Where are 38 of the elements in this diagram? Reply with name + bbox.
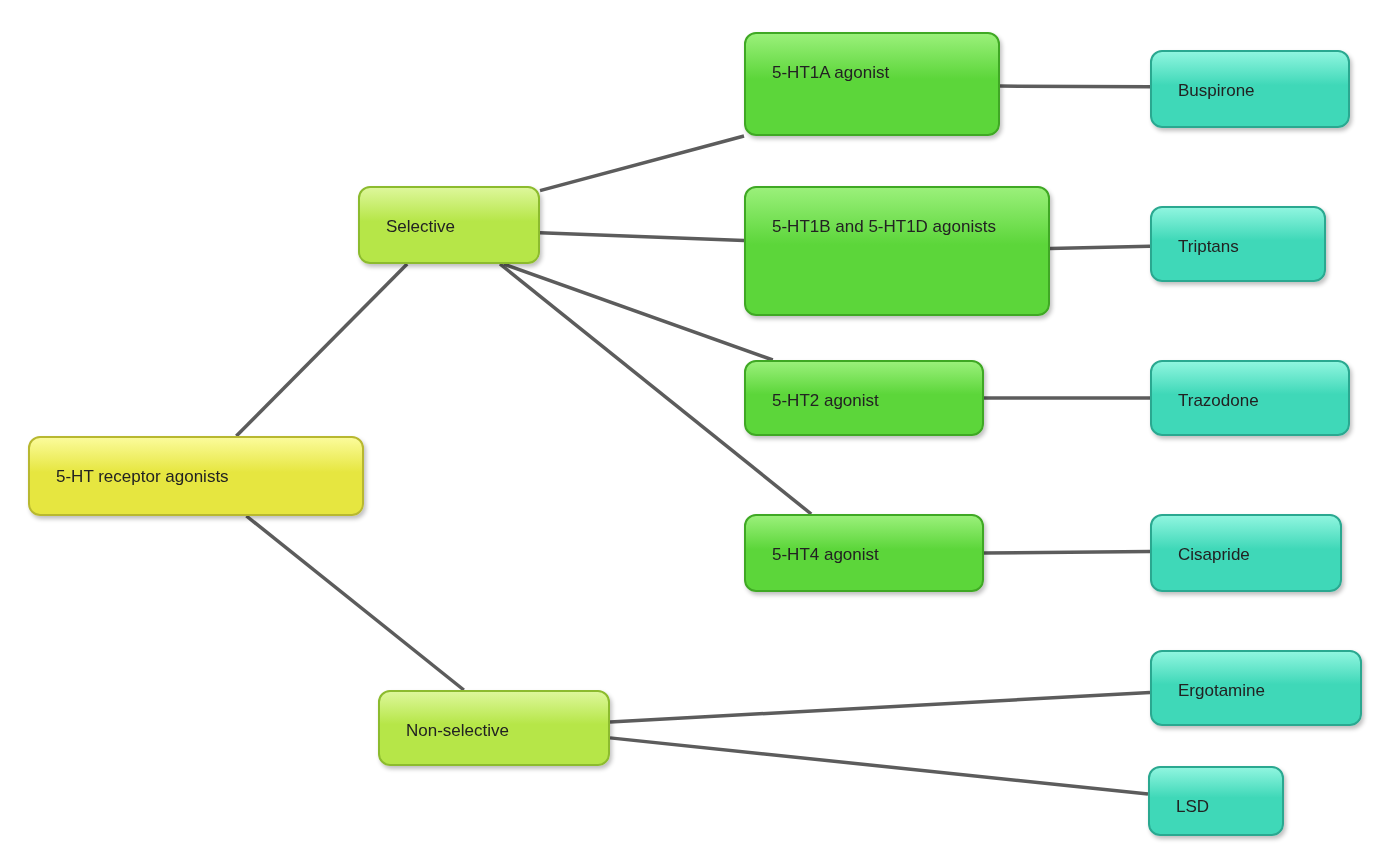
rounded-box [1150,514,1342,592]
connector-line [984,549,1150,555]
connector-line [235,262,409,438]
node-label: 5-HT1B and 5-HT1D agonists [772,216,996,238]
node-label: 5-HT4 agonist [772,544,879,566]
rounded-box [358,186,540,264]
connector-line [1049,244,1151,251]
rounded-box [1150,50,1350,128]
connector-line [539,134,745,193]
connector-line [1000,84,1150,89]
connector-line [609,690,1151,724]
node-label: LSD [1176,796,1210,818]
rounded-box [378,690,610,766]
node-label: Cisapride [1178,544,1250,566]
rounded-box [744,186,1050,316]
rounded-box [744,514,984,592]
rounded-box [1148,766,1284,836]
node-label: Buspirone [1178,80,1255,102]
connector-line [609,736,1149,796]
connector-line [498,262,813,516]
rounded-box [744,32,1000,136]
connector-line [245,514,465,692]
rounded-box [1150,650,1362,726]
connector-line [503,262,774,362]
rounded-box [744,360,984,436]
node-label: Ergotamine [1178,680,1265,702]
node-label: Triptans [1178,236,1239,258]
node-label: 5-HT2 agonist [772,390,879,412]
node-label: Selective [386,216,455,238]
node-label: 5-HT receptor agonists [56,466,229,488]
node-label: Trazodone [1178,390,1259,412]
rounded-box [1150,206,1326,282]
connector-line [984,396,1150,400]
connector-line [539,231,745,243]
node-label: Non-selective [406,720,509,742]
node-label: 5-HT1A agonist [772,62,890,84]
rounded-box [28,436,364,516]
rounded-box [1150,360,1350,436]
